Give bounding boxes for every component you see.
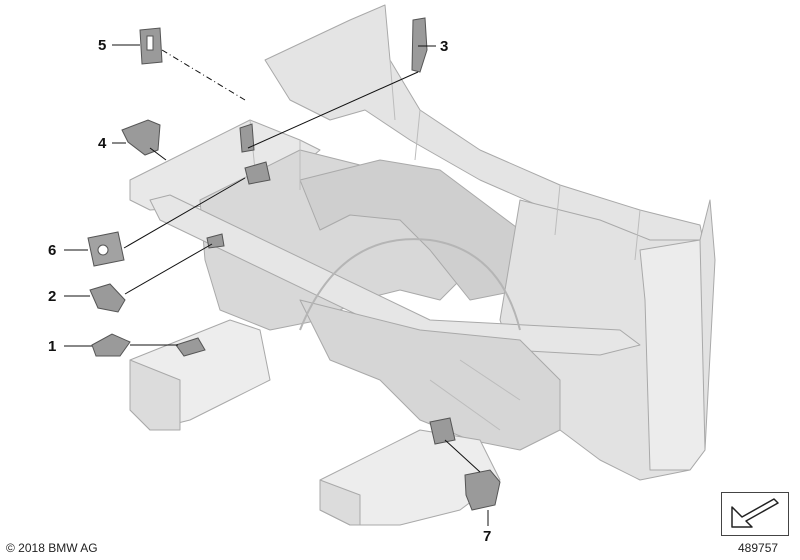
leader-5-dashdot: [161, 49, 246, 101]
leader-lines: [64, 44, 489, 526]
part-6-bracket: [87, 231, 125, 267]
part-5-bracket: [139, 27, 163, 65]
leader-6-extended: [123, 177, 246, 249]
right-lower-rail-face: [319, 479, 361, 526]
leader-7-extended: [444, 439, 481, 473]
copyright-text: © 2018 BMW AG: [6, 541, 98, 555]
vehicle-front-structure: [129, 4, 716, 526]
part-1-bracket: [91, 333, 206, 357]
part-7-bracket: [429, 417, 501, 511]
arrow-down-left-icon: [731, 498, 779, 528]
part-4-bracket: [121, 119, 161, 156]
strut-arch: [299, 159, 521, 301]
callout-7: 7: [483, 528, 492, 545]
navigation-box[interactable]: [721, 492, 789, 536]
right-pillar: [639, 239, 706, 471]
lower-center-structure: [299, 299, 561, 451]
left-lower-rail-face: [129, 359, 181, 431]
callout-6: 6: [48, 242, 57, 259]
mounted-brackets: [206, 123, 271, 249]
callout-2: 2: [48, 288, 57, 305]
diagram-number: 489757: [738, 541, 779, 555]
diagonal-crossmember: [149, 194, 641, 356]
callout-4: 4: [98, 135, 107, 152]
callout-1: 1: [48, 338, 57, 355]
callout-3: 3: [440, 38, 449, 55]
leader-3-extended: [247, 71, 419, 149]
leader-4-extended: [149, 147, 167, 161]
part-3-bracket: [411, 17, 428, 73]
part-2-bracket: [89, 283, 126, 313]
callout-5: 5: [98, 37, 107, 54]
leader-2-extended: [124, 243, 213, 295]
wheel-arch-liner: [299, 238, 521, 331]
